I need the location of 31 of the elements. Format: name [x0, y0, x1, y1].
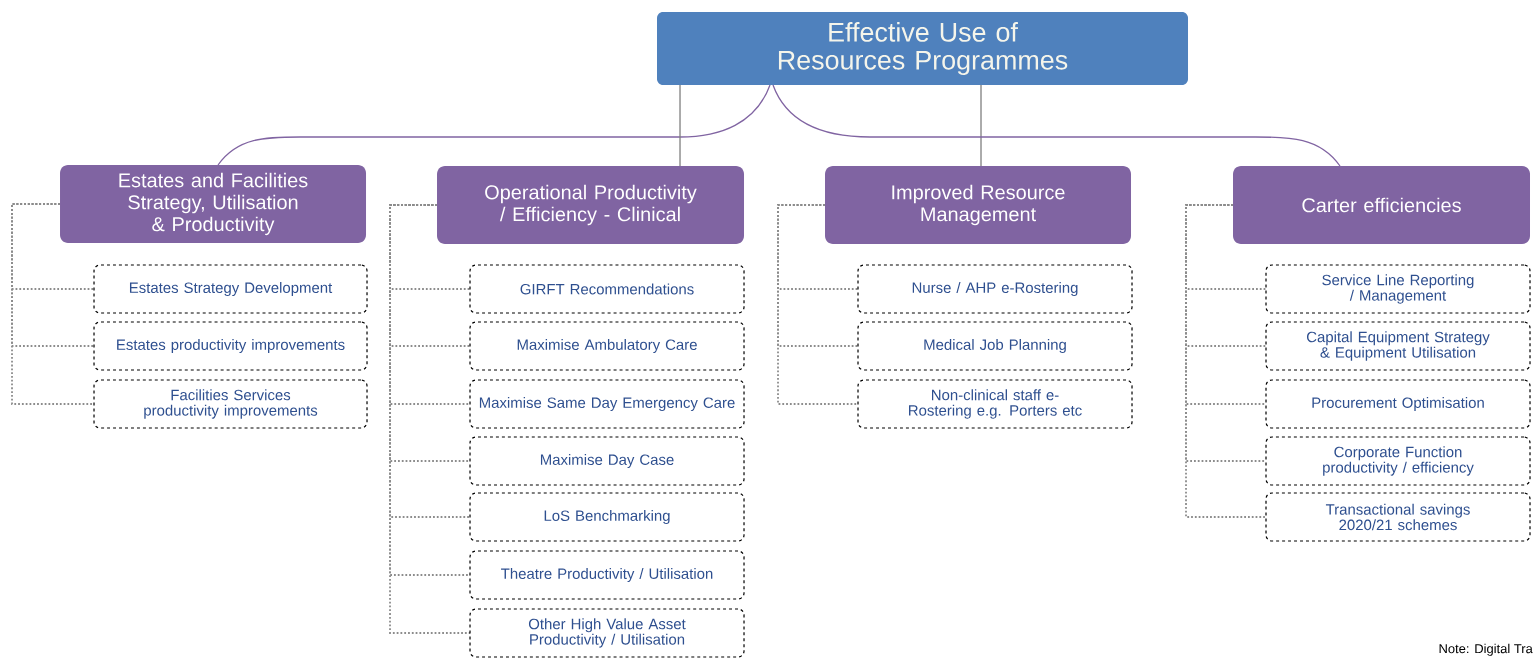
note-text: Note: Digital Tra — [1439, 643, 1533, 656]
item-box: Non-clinical staff e-Rostering e.g. Porters etc — [857, 379, 1133, 429]
title-box: Effective Use of Resources Programmes — [657, 12, 1188, 85]
category-box: Carter efficiencies — [1233, 166, 1530, 244]
item-box: Maximise Day Case — [469, 436, 745, 486]
connector-line — [980, 84, 982, 167]
item-box: Transactional savings 2020/21 schemes — [1265, 492, 1531, 542]
category-box: Estates and Facilities Strategy, Utilisation & Productivity — [60, 165, 366, 243]
item-box: LoS Benchmarking — [469, 492, 745, 542]
category-box: Improved Resource Management — [825, 166, 1131, 244]
item-box: Estates Strategy Development — [93, 264, 368, 314]
item-box: Capital Equipment Strategy & Equipment Utilisation — [1265, 321, 1531, 371]
item-box: Theatre Productivity / Utilisation — [469, 550, 745, 600]
connector-line — [772, 84, 1341, 167]
item-box: Other High Value Asset Productivity / Utilisation — [469, 608, 745, 658]
connector-line — [679, 84, 681, 167]
item-box: Maximise Ambulatory Care — [469, 321, 745, 371]
connector-line — [217, 84, 771, 166]
item-box: Corporate Function productivity / efficiency — [1265, 436, 1531, 486]
category-box: Operational Productivity / Efficiency - Clinical — [437, 166, 744, 244]
item-box: Estates productivity improvements — [93, 321, 368, 371]
tree-connector — [777, 204, 859, 405]
item-box: Procurement Optimisation — [1265, 379, 1531, 429]
item-box: Maximise Same Day Emergency Care — [469, 379, 745, 429]
item-box: Service Line Reporting / Management — [1265, 264, 1531, 314]
tree-connector — [11, 203, 95, 405]
item-box: Medical Job Planning — [857, 321, 1133, 371]
item-box: Nurse / AHP e-Rostering — [857, 264, 1133, 314]
tree-connector — [1185, 204, 1267, 518]
item-box: Facilities Services productivity improvements — [93, 379, 368, 429]
item-box: GIRFT Recommendations — [469, 264, 745, 314]
